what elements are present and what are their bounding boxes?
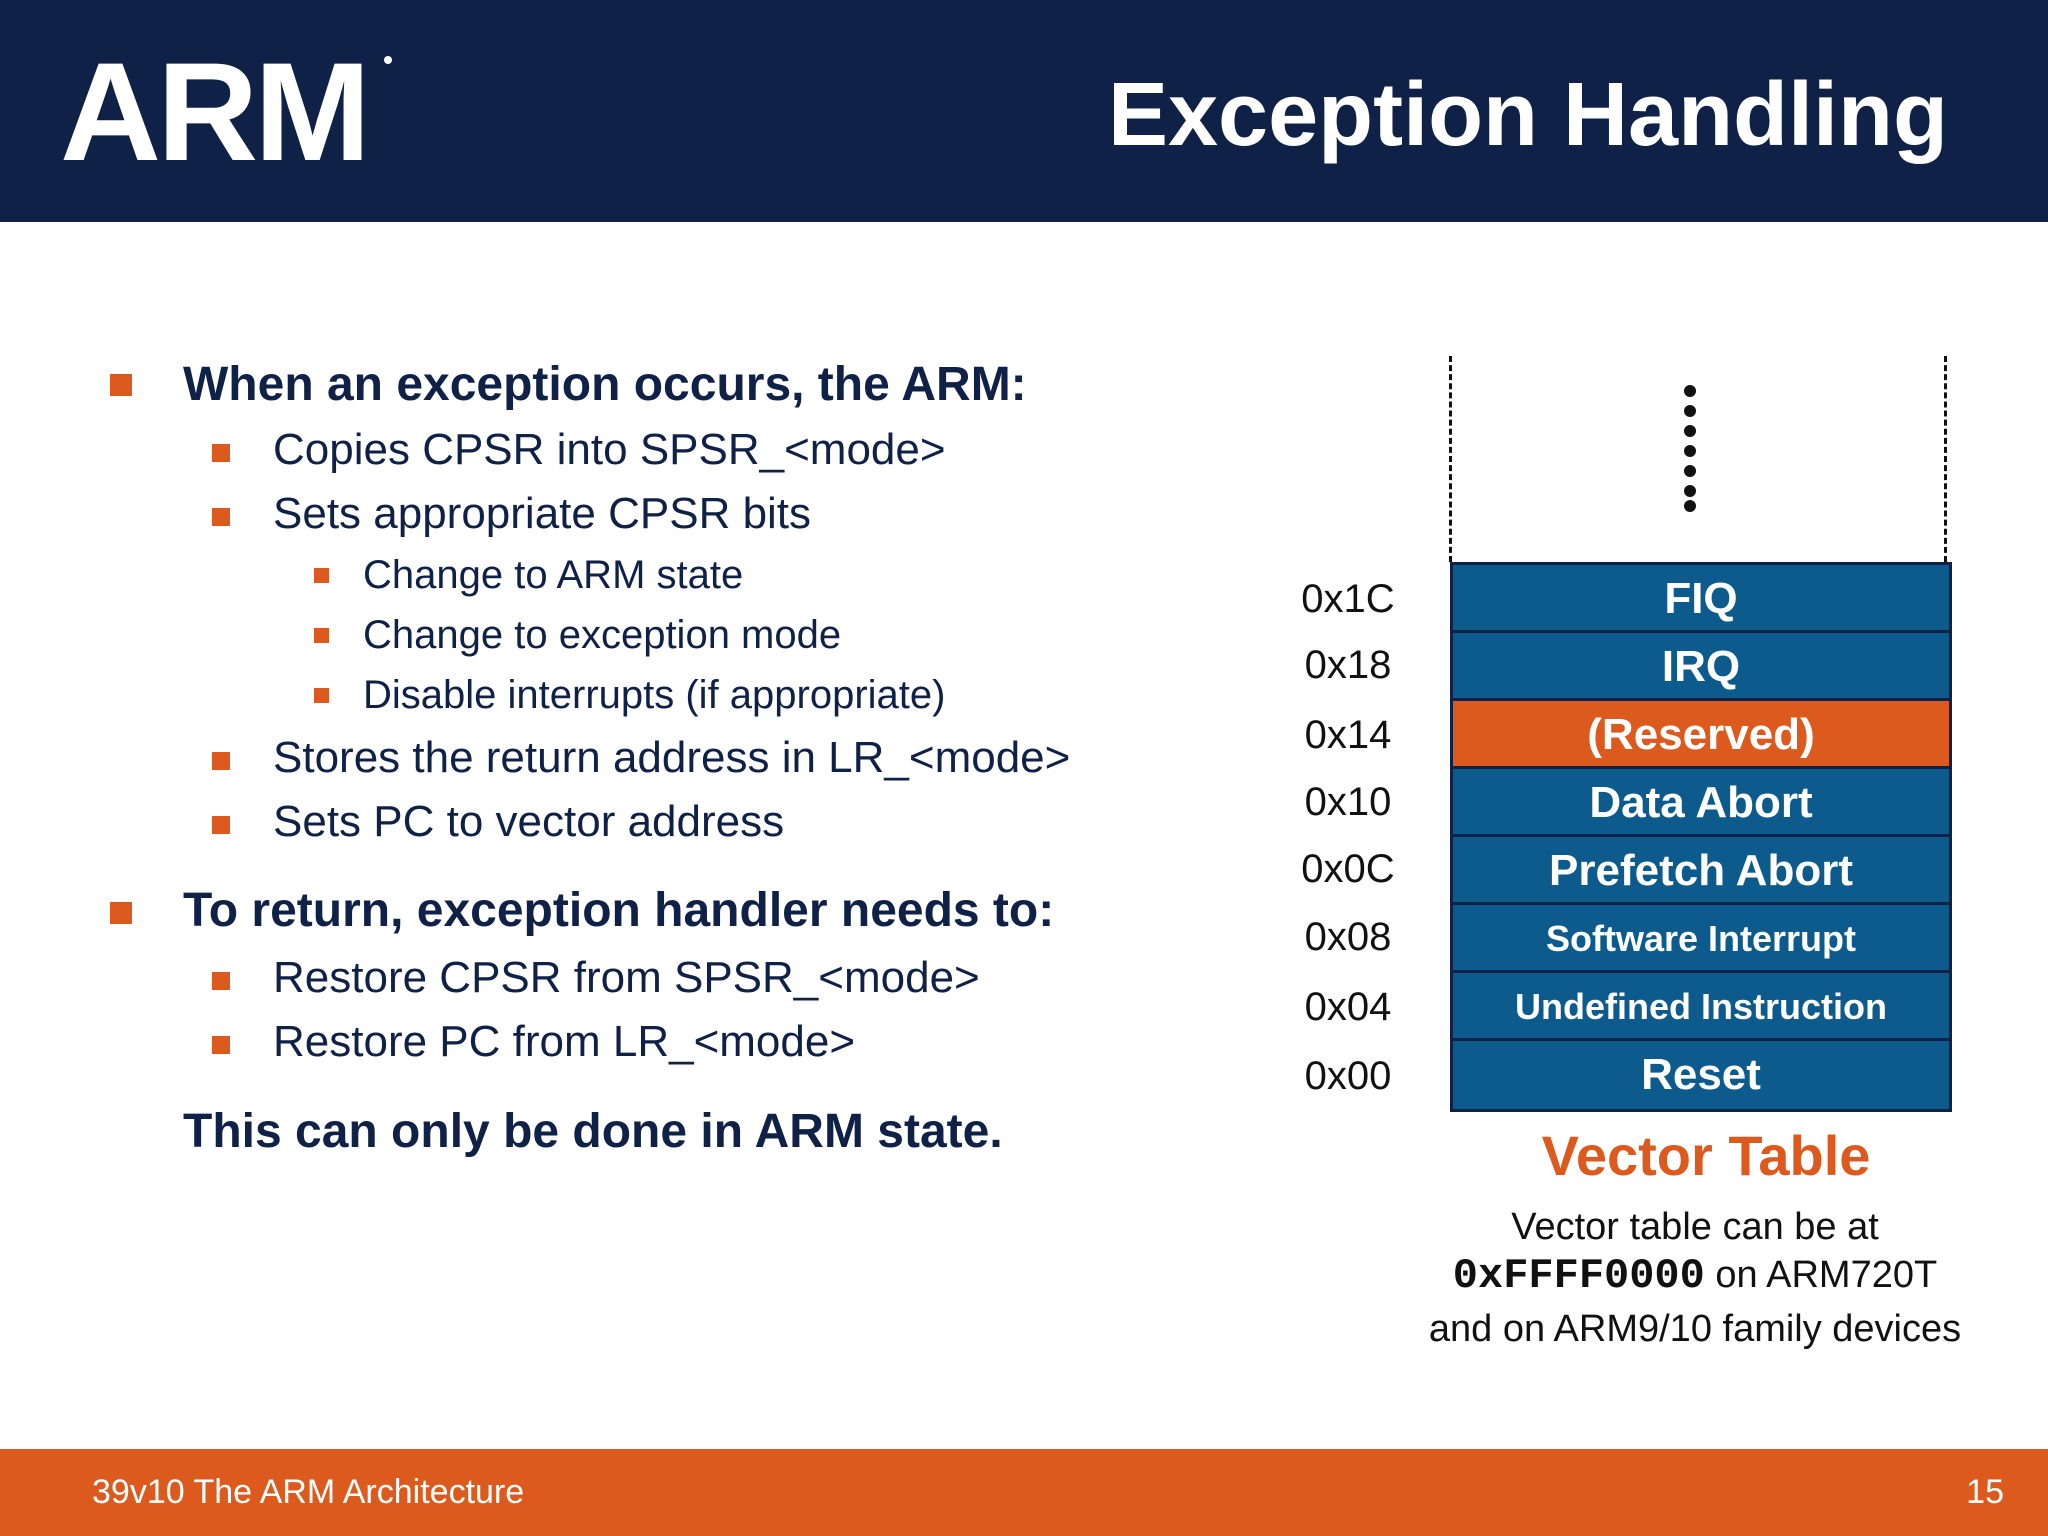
vector-entry-undefined-instruction: Undefined Instruction [1450, 970, 1952, 1044]
bullet-square-icon [314, 688, 329, 703]
bullet-level2: Sets appropriate CPSR bits [273, 489, 812, 538]
bullet-level3: Change to exception mode [363, 613, 842, 657]
note-suffix: on ARM720T [1704, 1254, 1938, 1296]
vector-table-note-line3: and on ARM9/10 family devices [1428, 1308, 1962, 1350]
arm-state-note: This can only be done in ARM state. [183, 1105, 1003, 1158]
ellipsis-dot [1684, 500, 1696, 512]
dashed-boundary-left [1449, 356, 1452, 562]
bullet-square-icon [110, 374, 132, 396]
high-vector-address: 0xFFFF0000 [1452, 1252, 1705, 1300]
vector-entry-software-interrupt: Software Interrupt [1450, 902, 1952, 976]
bullet-square-icon [314, 628, 329, 643]
registered-mark-icon [384, 56, 392, 64]
footer-bar: 39v10 The ARM Architecture 15 [0, 1449, 2048, 1536]
bullet-level3: Disable interrupts (if appropriate) [363, 673, 946, 717]
vector-entry-reserved: (Reserved) [1450, 698, 1952, 772]
dashed-boundary-right [1944, 356, 1947, 562]
vector-table-note-line2: 0xFFFF0000 on ARM720T [1380, 1250, 2010, 1301]
bullet-level1: To return, exception handler needs to: [183, 884, 1055, 937]
vector-address: 0x04 [1304, 985, 1392, 1029]
bullet-square-icon [212, 816, 230, 834]
vector-address: 0x08 [1304, 915, 1392, 959]
vector-address: 0x10 [1304, 780, 1392, 824]
vector-table-title: Vector Table [1541, 1124, 1871, 1187]
bullet-level2: Stores the return address in LR_<mode> [273, 733, 1071, 782]
bullet-square-icon [314, 568, 329, 583]
bullet-level3: Change to ARM state [363, 553, 744, 597]
slide-title: Exception Handling [1107, 65, 1948, 165]
footer-course-title: 39v10 The ARM Architecture [92, 1473, 525, 1511]
bullet-square-icon [212, 508, 230, 526]
vector-entry-irq: IRQ [1450, 630, 1952, 704]
ellipsis-dot [1684, 445, 1696, 457]
bullet-square-icon [110, 902, 132, 924]
bullet-level2: Sets PC to vector address [273, 797, 785, 846]
vector-address: 0x1C [1301, 577, 1395, 621]
vector-address: 0x00 [1304, 1054, 1392, 1098]
vector-entry-fiq: FIQ [1450, 562, 1952, 636]
bullet-square-icon [212, 1036, 230, 1054]
vector-address: 0x18 [1304, 643, 1392, 687]
bullet-level1: When an exception occurs, the ARM: [183, 358, 1027, 411]
bullet-square-icon [212, 972, 230, 990]
vector-table-note-line1: Vector table can be at [1511, 1206, 1879, 1248]
ellipsis-dot [1684, 405, 1696, 417]
bullet-level2: Restore PC from LR_<mode> [273, 1017, 856, 1066]
ellipsis-dot [1684, 485, 1696, 497]
vector-entry-prefetch-abort: Prefetch Abort [1450, 834, 1952, 908]
vector-entry-data-abort: Data Abort [1450, 766, 1952, 840]
header-bar: ARM Exception Handling [0, 0, 2048, 222]
bullet-square-icon [212, 752, 230, 770]
vector-address: 0x0C [1301, 847, 1395, 891]
bullet-square-icon [212, 444, 230, 462]
page-number: 15 [1966, 1473, 2004, 1511]
ellipsis-dot [1684, 385, 1696, 397]
vector-address: 0x14 [1304, 713, 1392, 757]
ellipsis-dot [1684, 425, 1696, 437]
arm-logo: ARM [60, 33, 371, 190]
vector-entry-reset: Reset [1450, 1038, 1952, 1112]
ellipsis-dot [1684, 465, 1696, 477]
bullet-level2: Restore CPSR from SPSR_<mode> [273, 953, 980, 1002]
bullet-level2: Copies CPSR into SPSR_<mode> [273, 425, 946, 474]
